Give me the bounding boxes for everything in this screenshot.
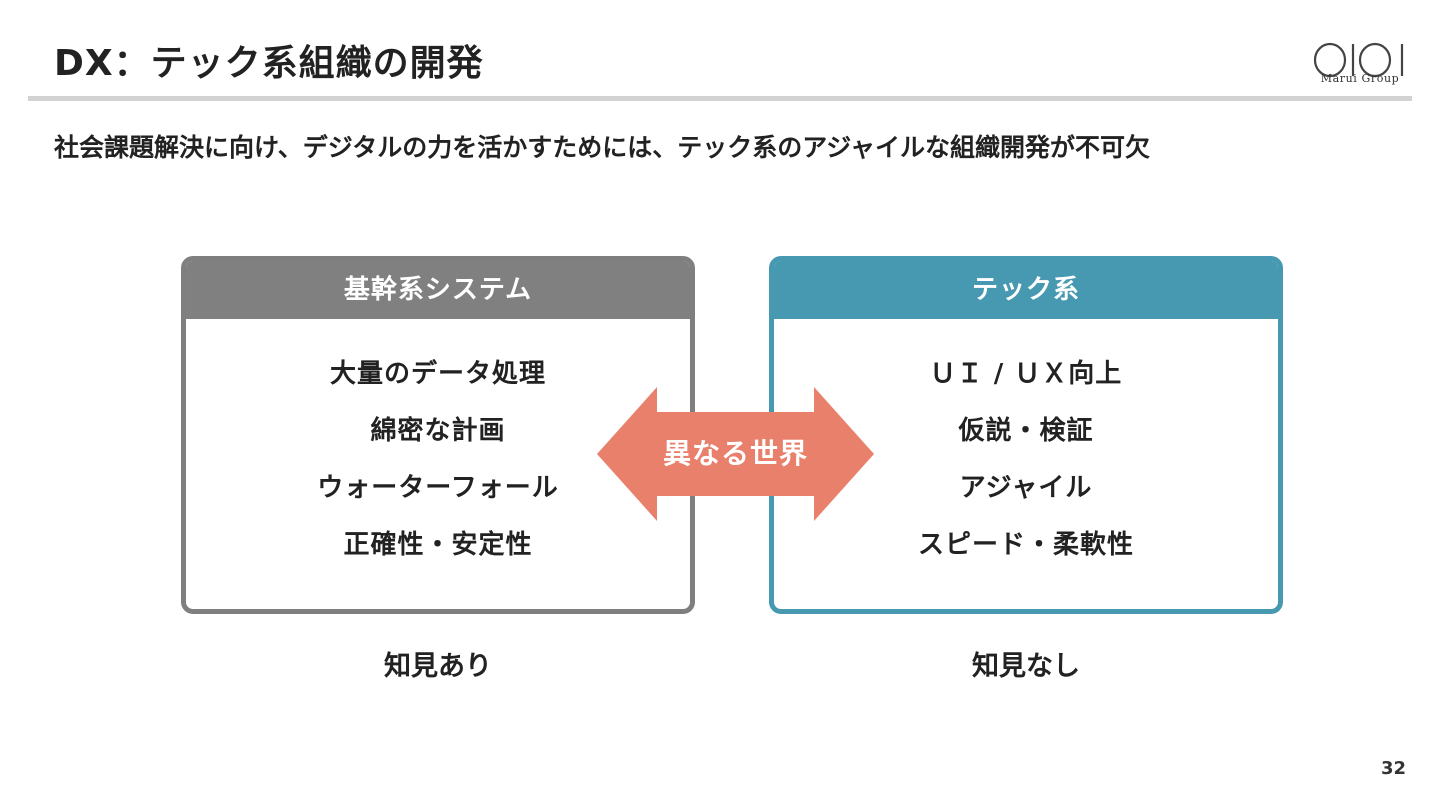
- page-number: 32: [1380, 758, 1406, 779]
- tech-caption: 知見なし: [972, 651, 1080, 682]
- legacy-system-list: 大量のデータ処理 綿密な計画 ウォーターフォール 正確性・安定性: [186, 319, 690, 581]
- tech-system-item: ＵＩ / ＵＸ向上: [929, 359, 1123, 389]
- legacy-system-item: ウォーターフォール: [317, 473, 559, 503]
- marui-logo-icon: [1313, 42, 1404, 78]
- tech-system-box: テック系 ＵＩ / ＵＸ向上 仮説・検証 アジャイル スピード・柔軟性: [769, 256, 1283, 614]
- legacy-system-item: 大量のデータ処理: [329, 359, 546, 389]
- double-arrow-icon: [597, 387, 874, 521]
- legacy-system-item: 綿密な計画: [370, 416, 506, 446]
- slide-subtitle: 社会課題解決に向け、デジタルの力を活かすためには、テック系のアジャイルな組織開発…: [54, 133, 1151, 162]
- tech-system-item: アジャイル: [959, 473, 1093, 503]
- legacy-caption: 知見あり: [384, 651, 492, 682]
- different-worlds-arrow: 異なる世界: [597, 387, 874, 521]
- logo-text: Marui Group: [1320, 72, 1400, 85]
- title-divider: [28, 96, 1412, 101]
- tech-system-item: 仮説・検証: [958, 416, 1094, 446]
- legacy-system-header: 基幹系システム: [186, 261, 690, 319]
- tech-system-list: ＵＩ / ＵＸ向上 仮説・検証 アジャイル スピード・柔軟性: [774, 319, 1278, 581]
- slide-title: DX：テック系組織の開発: [54, 43, 484, 84]
- legacy-system-item: 正確性・安定性: [343, 530, 533, 560]
- tech-system-header: テック系: [774, 261, 1278, 319]
- tech-system-item: スピード・柔軟性: [917, 530, 1134, 560]
- arrow-label: 異なる世界: [662, 437, 808, 470]
